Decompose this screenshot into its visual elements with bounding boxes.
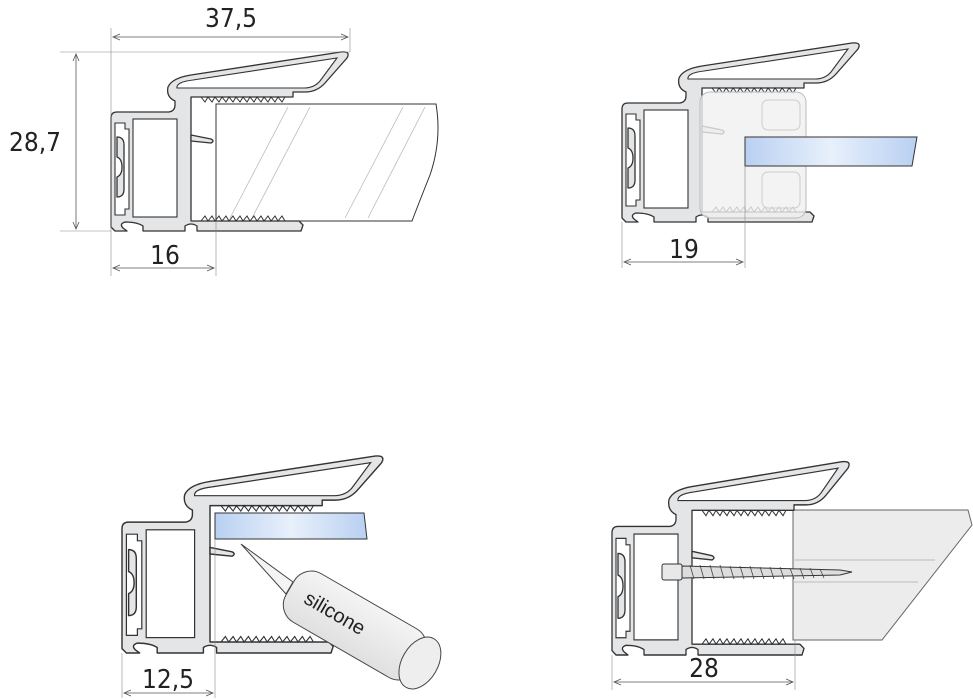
silicone-tube: silicone <box>240 543 442 690</box>
glass-pane <box>214 512 368 540</box>
figure-1: 37,5 28,7 16 <box>9 4 439 276</box>
screw-icon <box>661 563 853 581</box>
dimension-label-depth: 28 <box>689 654 719 684</box>
thick-panel <box>215 103 439 222</box>
dimension-depth: 12,5 <box>121 539 216 698</box>
figure-2: 19 <box>621 42 918 268</box>
dimension-height: 28,7 <box>9 51 350 232</box>
screwed-panel <box>792 509 973 641</box>
dimension-label-depth: 16 <box>150 241 180 271</box>
dimension-width: 37,5 <box>110 4 351 276</box>
figure-3: silicone 12,5 <box>121 455 442 698</box>
dimension-depth: 28 <box>611 640 796 690</box>
dimension-depth: 19 <box>621 166 746 268</box>
dimension-label-depth: 12,5 <box>142 665 194 695</box>
figure-4: 28 <box>611 460 973 690</box>
dimension-label-depth: 19 <box>669 235 699 265</box>
dimension-depth: 16 <box>111 221 217 276</box>
panel-hatching <box>229 106 426 219</box>
dimension-label-width: 37,5 <box>205 4 257 34</box>
glass-pane <box>744 136 918 167</box>
dimension-label-height: 28,7 <box>9 128 61 158</box>
